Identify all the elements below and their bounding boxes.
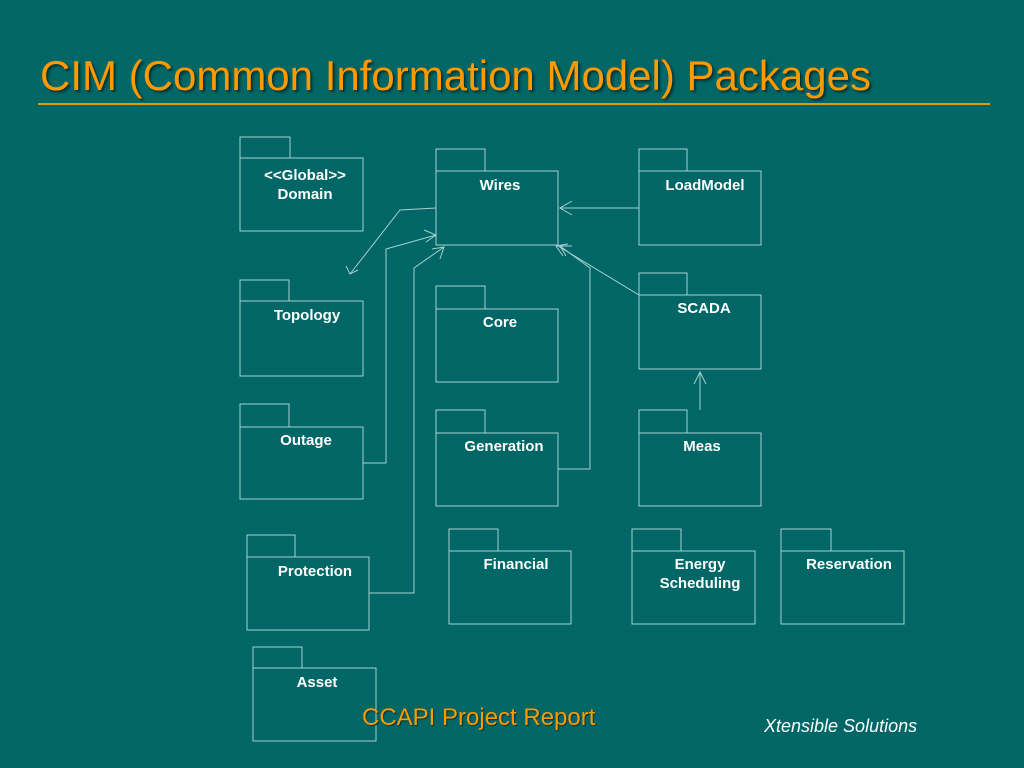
package-core[interactable] [435,285,559,383]
package-label-wires: Wires [479,177,521,194]
dependency-loadmodel-to-wires [559,200,639,216]
energy-scheduling-line2: Scheduling [659,575,741,592]
package-outage[interactable] [239,403,364,500]
package-label-meas: Meas [683,438,721,455]
title-underline [38,103,990,105]
energy-scheduling-line1: Energy [674,556,726,573]
package-label-asset: Asset [296,674,338,691]
package-label-topology: Topology [273,307,341,324]
package-domain[interactable] [239,136,364,232]
package-label-protection: Protection [277,563,353,580]
dependency-outage-to-wires [363,229,438,464]
package-scada[interactable] [638,272,762,370]
package-label-financial: Financial [483,556,549,573]
package-energy-scheduling[interactable] [631,528,756,625]
domain-name: Domain [277,186,333,203]
package-label-generation: Generation [464,438,544,455]
package-label-domain: <<Global>> Domain [240,166,370,204]
package-protection[interactable] [246,534,370,631]
dependency-protection-to-wires [369,246,445,594]
package-topology[interactable] [239,279,364,377]
domain-stereotype: <<Global>> [264,167,346,184]
footer-report-title: CCAPI Project Report [362,704,596,731]
dependency-generation-to-wires [558,245,591,470]
package-label-outage: Outage [280,432,332,449]
footer-company: Xtensible Solutions [764,716,918,736]
package-label-scada: SCADA [677,300,731,317]
package-loadmodel[interactable] [638,148,762,246]
package-financial[interactable] [448,528,572,625]
package-label-core: Core [482,314,518,331]
package-label-loadmodel: LoadModel [665,177,745,194]
package-label-reservation: Reservation [806,556,892,573]
package-wires[interactable] [435,148,559,246]
package-reservation[interactable] [780,528,905,625]
package-label-energy-scheduling: Energy Scheduling [632,555,768,593]
package-meas[interactable] [638,409,762,507]
dependency-wires-to-domain [345,207,437,275]
package-asset[interactable] [252,646,377,742]
slide-title: CIM (Common Information Model) Packages [40,52,871,99]
package-generation[interactable] [435,409,559,507]
dependency-meas-to-scada [693,370,707,410]
